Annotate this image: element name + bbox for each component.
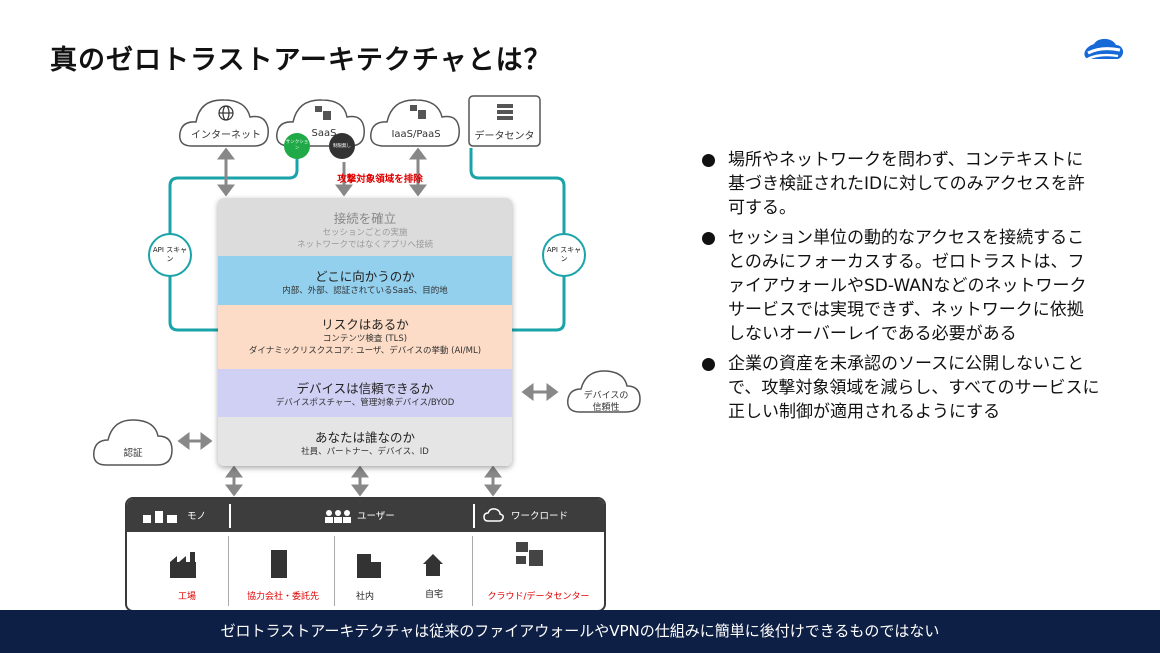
page-title: 真のゼロトラストアーキテクチャとは？ bbox=[50, 45, 552, 76]
bullet-item: 場所やネットワークを問わず、コンテキストに基づき検証されたIDに対してのみアクセ… bbox=[700, 148, 1100, 220]
footer-banner: ゼロトラストアーキテクチャは従来のファイアウォールやVPNの仕組みに簡単に後付け… bbox=[0, 610, 1160, 653]
layer-destination: どこに向かうのか 内部、外部、認証されているSaaS、目的地 bbox=[218, 256, 512, 305]
users-icon bbox=[325, 510, 351, 523]
divider bbox=[228, 536, 229, 606]
left-connector-line bbox=[168, 148, 299, 332]
things-label: モノ bbox=[187, 511, 207, 522]
device-trust-label-2: 信頼性 bbox=[592, 403, 620, 413]
windows-icon bbox=[516, 542, 543, 566]
bullet-item: 企業の資産を未承認のソースに公開しないことで、攻撃対象領域を減らし、すべてのサー… bbox=[700, 352, 1100, 424]
sanction-label: サンクション bbox=[285, 140, 309, 151]
iaas-label: IaaS/PaaS bbox=[391, 129, 441, 140]
attack-surface-label: 攻撃対象領域を排除 bbox=[337, 174, 423, 185]
device-trust-cloud bbox=[567, 370, 641, 413]
saas-label: SaaS bbox=[311, 128, 337, 139]
office-label: 社内 bbox=[355, 592, 374, 602]
divider bbox=[334, 536, 335, 606]
location-icons bbox=[170, 542, 543, 578]
locations-box: モノ ユーザー ワークロード 工場 協力会社・委託先 社内 bbox=[125, 497, 606, 612]
divider bbox=[472, 536, 473, 606]
layer-identity: あなたは誰なのか 社員、パートナー、デバイス、ID bbox=[218, 417, 512, 466]
device-trust-arrow bbox=[521, 383, 559, 401]
bullet-dot-icon bbox=[702, 154, 715, 167]
datacenter-label: データセンタ bbox=[474, 131, 535, 142]
workload-label: ワークロード bbox=[511, 511, 569, 522]
api-scan-left: API スキャン bbox=[148, 233, 192, 277]
bullet-list: 場所やネットワークを問わず、コンテキストに基づき検証されたIDに対してのみアクセ… bbox=[700, 148, 1100, 430]
cloud-dc-label: クラウド/データセンター bbox=[487, 592, 590, 602]
sanction-circle bbox=[284, 133, 310, 159]
bullet-dot-icon bbox=[702, 232, 715, 245]
brand-logo-icon bbox=[1084, 38, 1124, 62]
windows-icon bbox=[315, 105, 426, 120]
house-icon bbox=[423, 554, 443, 576]
factory-label: 工場 bbox=[177, 592, 196, 602]
internet-cloud bbox=[179, 99, 269, 147]
auth-cloud bbox=[93, 419, 173, 466]
layer-device: デバイスは信頼できるか デバイスポスチャー、管理対象デバイス/BYOD bbox=[218, 369, 512, 417]
factory-icon bbox=[170, 552, 196, 578]
building-icon bbox=[271, 550, 381, 578]
internet-label: インターネット bbox=[191, 130, 261, 141]
partner-label: 協力会社・委託先 bbox=[246, 592, 319, 602]
auth-label: 認証 bbox=[123, 448, 143, 459]
bullet-item: セッション単位の動的なアクセスを接続することのみにフォーカスする。ゼロトラストは… bbox=[700, 226, 1100, 346]
locations-header-bar: モノ ユーザー ワークロード bbox=[127, 499, 604, 532]
things-icon bbox=[143, 511, 177, 523]
api-scan-right: API スキャン bbox=[542, 233, 586, 277]
auth-arrow bbox=[177, 432, 213, 450]
bottom-arrows bbox=[225, 465, 502, 497]
iaas-cloud bbox=[370, 99, 460, 147]
unrestricted-label: 制限無し bbox=[333, 144, 351, 149]
bullet-dot-icon bbox=[702, 358, 715, 371]
divider bbox=[473, 504, 475, 528]
cloud-arrows bbox=[217, 147, 427, 197]
cloud-icon bbox=[483, 508, 504, 522]
datacenter-box bbox=[468, 95, 541, 147]
users-label: ユーザー bbox=[357, 511, 395, 522]
server-icon bbox=[497, 104, 513, 120]
zero-trust-layers: 接続を確立 セッションごとの実施 ネットワークではなくアプリへ接続 どこに向かう… bbox=[218, 198, 512, 466]
diagram-graphics bbox=[93, 95, 641, 497]
globe-icon bbox=[218, 105, 234, 121]
right-connector-line bbox=[469, 148, 566, 332]
divider bbox=[229, 504, 231, 528]
unrestricted-circle bbox=[329, 133, 355, 159]
layer-risk: リスクはあるか コンテンツ検査 (TLS) ダイナミックリスクスコア: ユーザ、… bbox=[218, 305, 512, 369]
layer-connect: 接続を確立 セッションごとの実施 ネットワークではなくアプリへ接続 bbox=[218, 198, 512, 256]
home-label: 自宅 bbox=[424, 590, 443, 600]
device-trust-label-1: デバイスの bbox=[583, 391, 629, 401]
